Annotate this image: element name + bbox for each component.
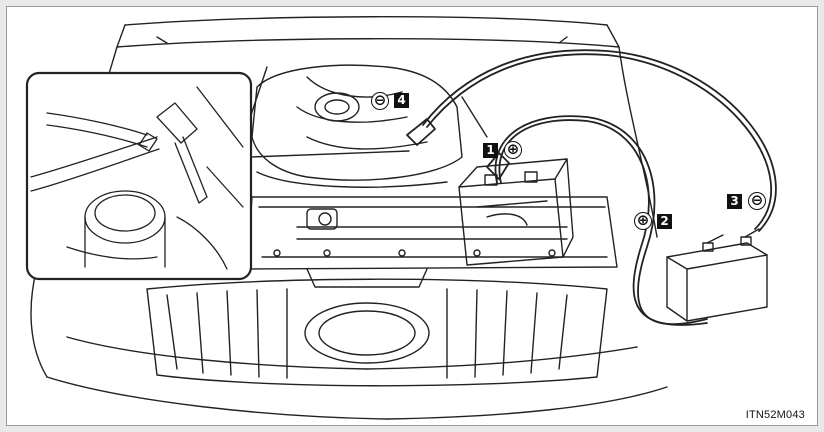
booster-battery: [666, 228, 768, 322]
callout-1-number: 1: [483, 143, 498, 158]
engine-block: [246, 64, 488, 188]
ground-point-inset: [25, 71, 253, 281]
radiator-support: [246, 196, 618, 270]
jumper-cables: [406, 49, 777, 326]
figure-code: ITN52M043: [745, 409, 805, 421]
vehicle-battery: [458, 158, 574, 266]
open-hood: [116, 16, 620, 48]
front-grille: [146, 268, 608, 387]
engine-bay-illustration: [25, 16, 777, 420]
negative-terminal-symbol: ⊖: [748, 192, 766, 210]
positive-terminal-symbol: ⊕: [504, 141, 522, 159]
illustration-panel: 1 ⊕ ⊕ 2 3 ⊖ ⊖ 4 ITN52M043: [6, 6, 818, 426]
negative-terminal-symbol: ⊖: [371, 92, 389, 110]
positive-terminal-symbol: ⊕: [634, 212, 652, 230]
inset-leader-line: [250, 150, 410, 158]
callout-4-number: 4: [394, 93, 409, 108]
callout-3-number: 3: [727, 194, 742, 209]
callout-2-number: 2: [657, 214, 672, 229]
